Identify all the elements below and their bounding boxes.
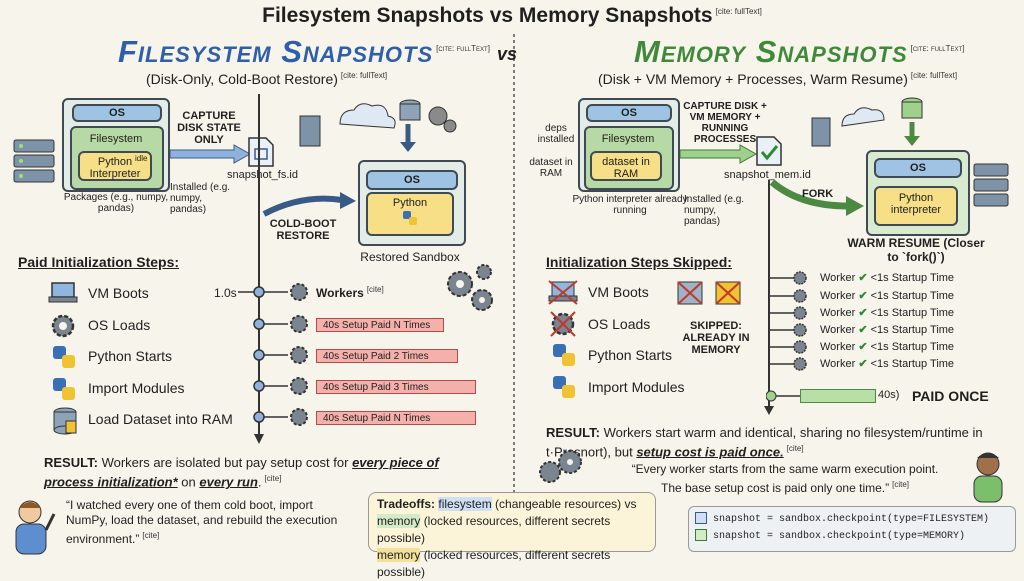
step-vm-boots: VM Boots <box>88 285 149 301</box>
server-stack-icon <box>973 163 1009 207</box>
worker-row: Worker ✔ <1s Startup Time <box>820 341 955 353</box>
setup-bar-4: 40s Setup Paid N Times <box>316 411 476 425</box>
cloud-network-icon <box>299 99 457 152</box>
paid-once-label: PAID ONCE <box>912 388 989 404</box>
cold-boot-label: COLD-BOOT RESTORE <box>269 218 337 242</box>
worker-row: Worker ✔ <1s Startup Time <box>820 307 955 319</box>
step-load-dataset: Load Dataset into RAM <box>88 411 233 427</box>
tradeoffs-box: Tradeoffs: filesystem (changeable resour… <box>368 492 656 579</box>
snapshot-file-icon <box>248 137 274 167</box>
vs-label: vs <box>497 44 518 64</box>
worker-row: Worker ✔ <1s Startup Time <box>820 324 955 336</box>
left-subtitle: (Disk-Only, Cold-Boot Restore)[cite: ful… <box>146 71 388 87</box>
python-logo-icon <box>53 378 75 400</box>
warm-os-box: OS <box>874 158 962 178</box>
left-filesystem-label: Filesystem <box>89 133 143 145</box>
right-timeline <box>764 180 774 415</box>
paid-once-bar <box>800 389 876 403</box>
person-avatar-icon <box>15 500 56 555</box>
capture-label: CAPTURE DISK STATE ONLY <box>177 110 241 146</box>
right-quote: “Every worker starts from the same warm … <box>631 462 939 495</box>
capture-arrow <box>170 144 252 164</box>
left-heading: Filesystem Snapshots[cite: fullText] <box>118 34 490 69</box>
worker-branches <box>768 271 807 371</box>
crossed-laptop-icon <box>548 280 578 305</box>
skipped-python-starts: Python Starts <box>588 347 673 363</box>
cold-boot-arrow <box>262 192 356 217</box>
worker-row: Worker ✔ <1s Startup Time <box>820 358 955 370</box>
warm-resume-label: WARM RESUME (Closer to `fork()`) <box>847 236 985 264</box>
database-icon <box>53 407 77 435</box>
deps-installed-label: deps installed <box>537 123 575 145</box>
person-avatar-icon <box>973 452 1003 503</box>
cloud-memory-icon <box>811 97 923 147</box>
paid-steps-title: Paid Initialization Steps: <box>18 254 180 270</box>
worker-row: Worker ✔ <1s Startup Time <box>820 272 955 284</box>
right-filesystem-label: Filesystem <box>601 133 655 145</box>
fork-label: FORK <box>802 188 834 200</box>
python-logo-icon <box>553 344 575 366</box>
code-snippet-box: snapshot = sandbox.checkpoint(type=FILES… <box>688 506 1016 552</box>
skipped-label: SKIPPED: ALREADY IN MEMORY <box>682 320 750 356</box>
paid-once-connector <box>766 390 802 402</box>
idle-label: idle <box>135 154 148 163</box>
snapshot-fs-filename: snapshot_fs.id <box>227 169 298 181</box>
crossed-boxes-icon <box>677 281 741 305</box>
capture-memory-label: CAPTURE DISK + VM MEMORY + RUNNING PROCE… <box>683 101 767 145</box>
right-subtitle: (Disk + VM Memory + Processes, Warm Resu… <box>598 71 958 87</box>
timeline-branches <box>238 286 288 423</box>
gears-icon <box>539 450 582 483</box>
setup-bar-3: 40s Setup Paid 3 Times <box>316 380 476 394</box>
center-divider <box>513 34 515 554</box>
skipped-os-loads: OS Loads <box>588 316 651 332</box>
python-logo-icon <box>53 346 75 368</box>
skipped-steps-title: Initialization Steps Skipped: <box>546 254 732 270</box>
step-python-starts: Python Starts <box>88 348 173 364</box>
installed-label-left: Installed (e.g. numpy, pandas) <box>170 182 231 215</box>
skipped-import-modules: Import Modules <box>588 379 685 395</box>
left-quote: “I watched every one of them cold boot, … <box>66 498 338 546</box>
snapshot-check-icon <box>756 136 782 166</box>
crossed-gear-icon <box>550 311 576 337</box>
python-logo-icon <box>403 211 417 225</box>
fork-arrow <box>770 179 864 216</box>
left-python-box: Python Interpreter <box>78 151 152 181</box>
left-result: RESULT: Workers are isolated but pay set… <box>44 455 439 490</box>
restored-os-box: OS <box>366 170 458 190</box>
packages-label: Packages (e.g., numpy, pandas) <box>63 192 169 214</box>
worker-row: Worker ✔ <1s Startup Time <box>820 290 955 302</box>
gears-icon <box>447 264 493 311</box>
warm-python-box: Python interpreter <box>874 186 958 226</box>
skipped-vm-boots: VM Boots <box>588 284 649 300</box>
timeline-start-time: 1.0s <box>214 286 237 300</box>
snapshot-mem-filename: snapshot_mem.id <box>724 169 811 181</box>
right-result: RESULT: Workers start warm and identical… <box>546 425 983 460</box>
worker-gears <box>290 283 308 426</box>
laptop-icon <box>48 282 78 303</box>
workers-label: Workers[cite] <box>316 285 384 300</box>
installed-label-right: Installed (e.g. numpy, pandas) <box>684 194 745 227</box>
setup-bar-1: 40s Setup Paid N Times <box>316 318 444 332</box>
right-heading: Memory Snapshots[cite: fullText] <box>634 34 965 69</box>
python-running-label: Python interpreter already running <box>572 194 688 216</box>
right-os-box: OS <box>586 104 672 122</box>
left-os-box: OS <box>72 104 162 122</box>
step-os-loads: OS Loads <box>88 317 151 333</box>
right-dataset-box: dataset in RAM <box>590 151 662 181</box>
gear-icon <box>51 314 75 338</box>
dataset-ram-label: dataset in RAM <box>529 157 573 179</box>
python-logo-icon <box>553 376 575 398</box>
paid-once-bar-label: 40s) <box>878 389 900 401</box>
setup-bar-2: 40s Setup Paid 2 Times <box>316 349 458 363</box>
restored-sandbox-label: Restored Sandbox <box>360 250 460 264</box>
server-stack-icon <box>13 139 55 183</box>
page-title: Filesystem Snapshots vs Memory Snapshots… <box>262 4 762 27</box>
step-import-modules: Import Modules <box>88 380 185 396</box>
capture-memory-arrow <box>680 144 758 164</box>
